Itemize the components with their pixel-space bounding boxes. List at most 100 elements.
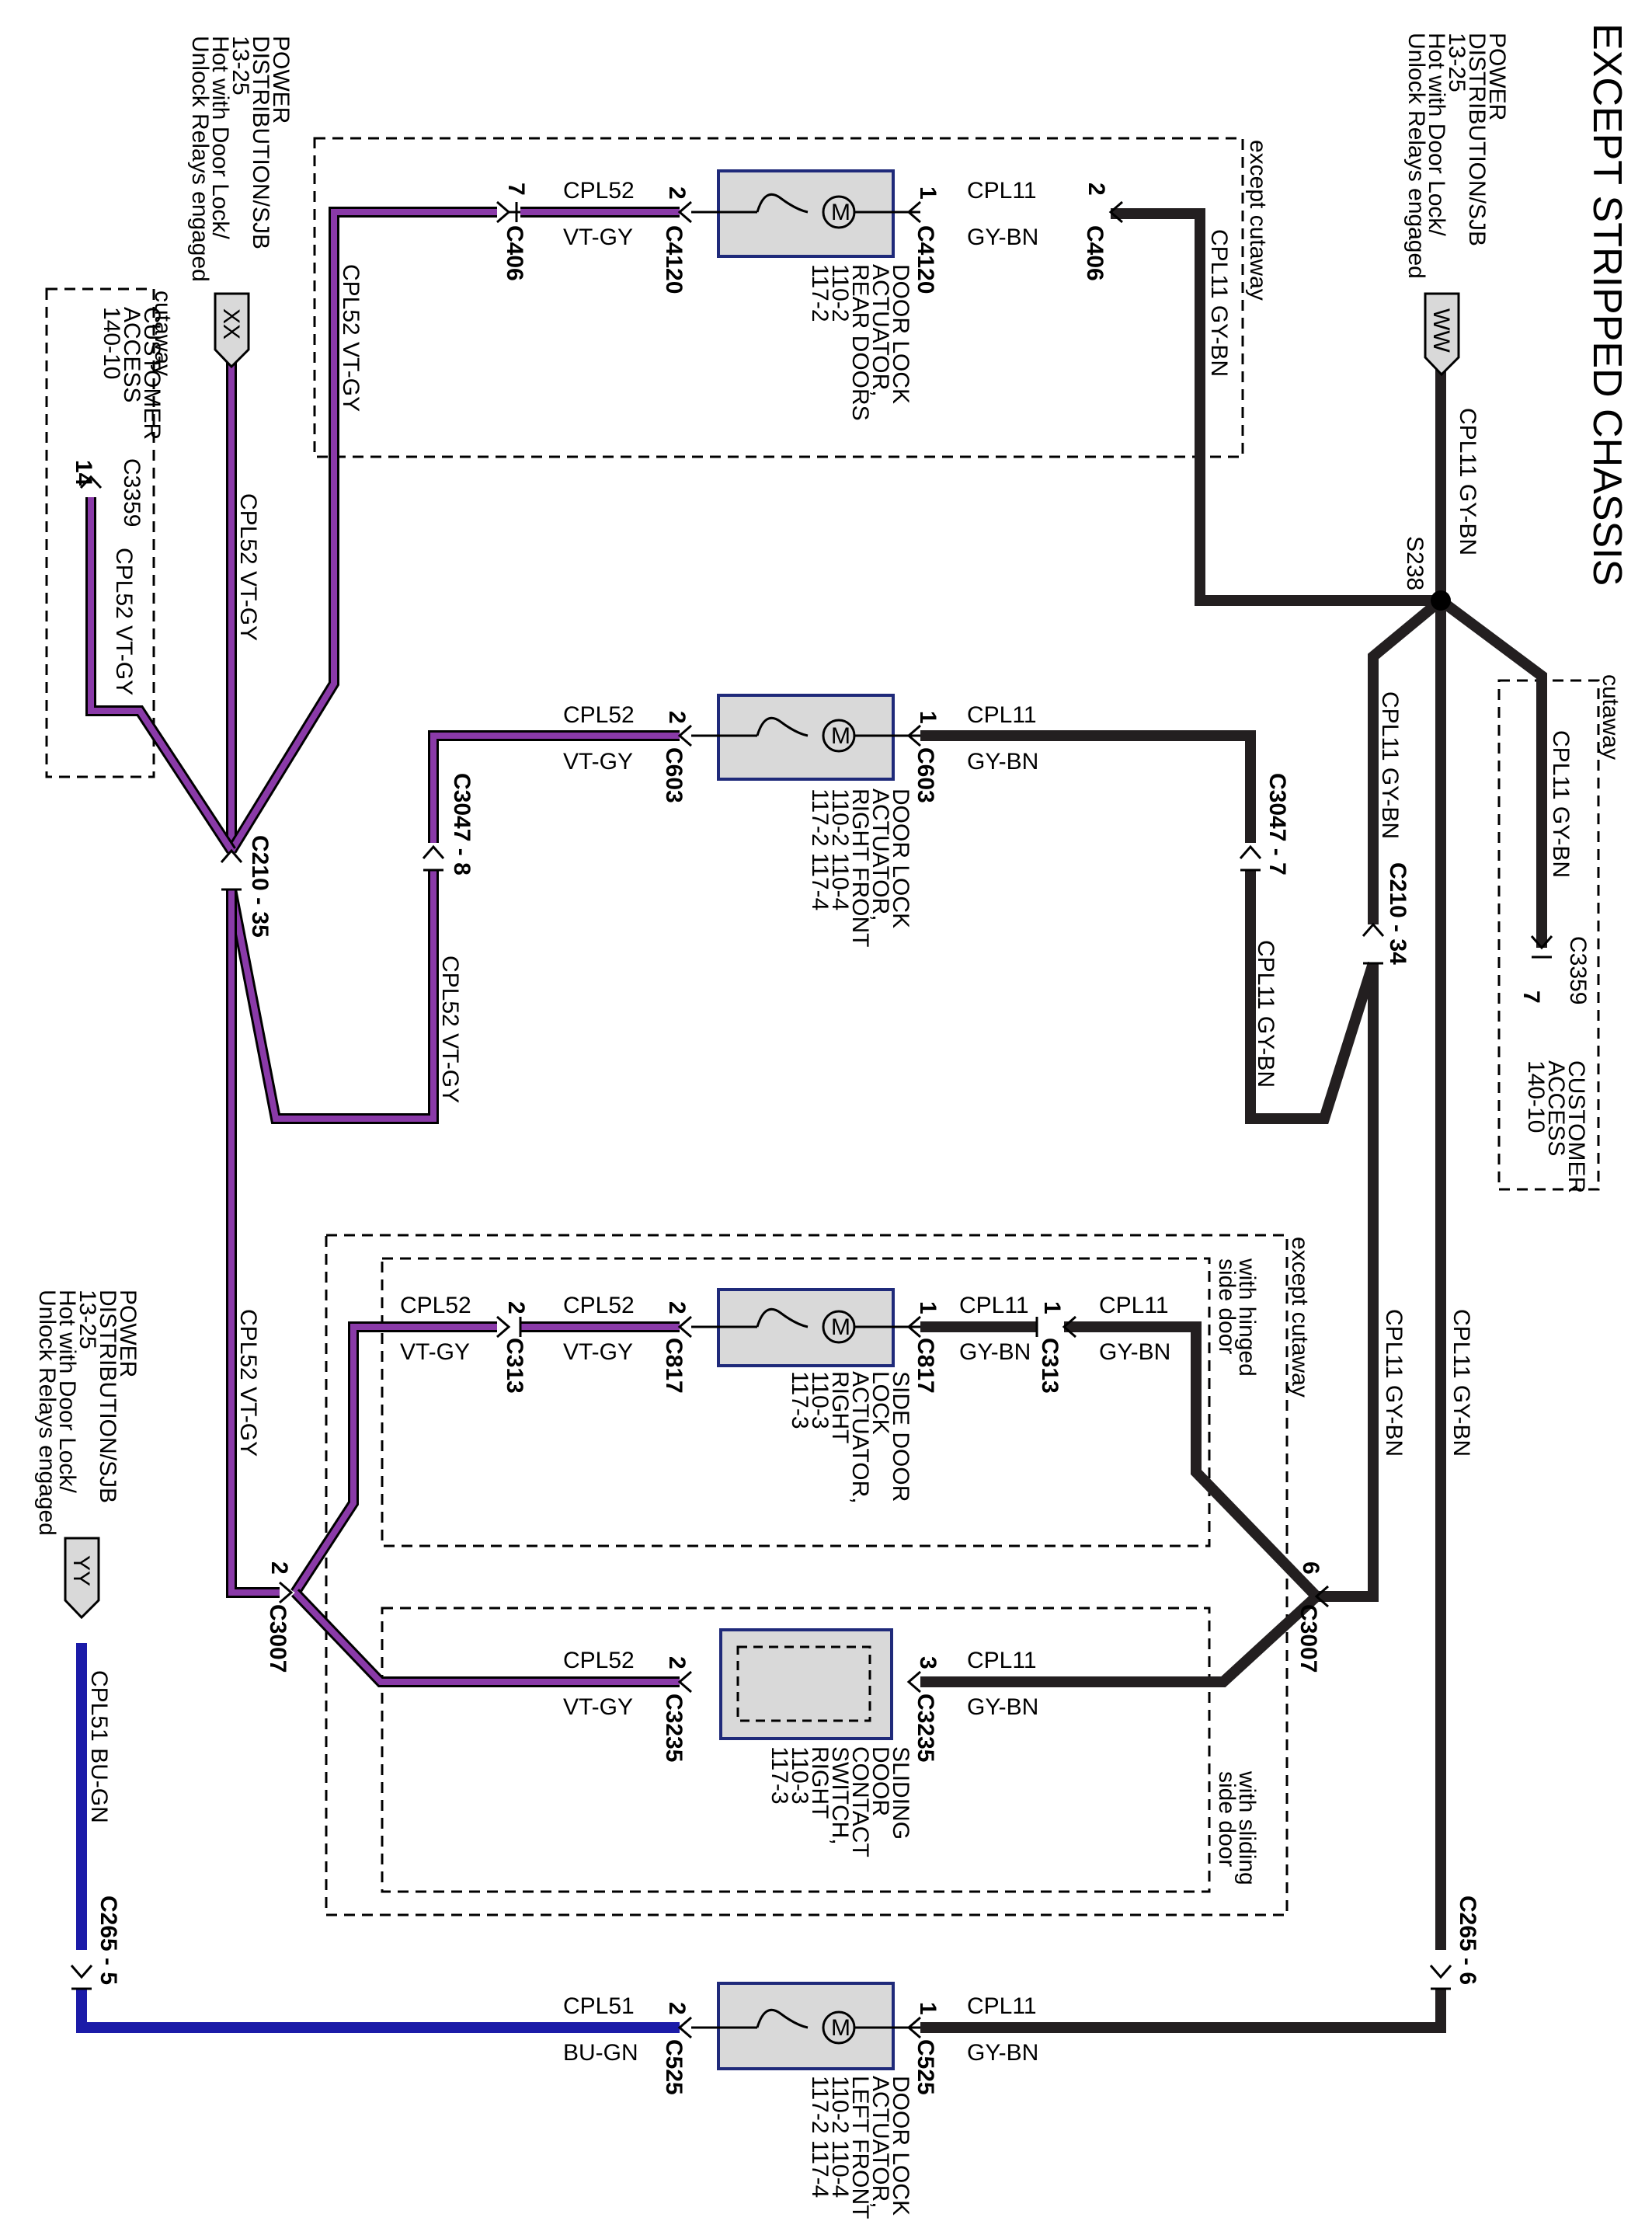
wires-vtgy [85, 207, 680, 1687]
svg-text:CPL11: CPL11 [1099, 1293, 1169, 1318]
label-component-sliding-switch: SLIDING DOOR CONTACT SWITCH, RIGHT 110-3… [767, 1746, 913, 1857]
box-hinged-side-door [381, 1257, 1211, 1547]
label-cpl11-gybn-customer: CPL11 GY-BN [1548, 730, 1574, 878]
labels-circuit-horizontal: CPL52 VT-GY CPL11 GY-BN CPL52 VT-GY CPL1… [400, 178, 1170, 2066]
svg-text:DOOR LOCK: DOOR LOCK [888, 264, 913, 404]
splice-s238 [1431, 590, 1451, 611]
svg-text:C313: C313 [1037, 1338, 1062, 1394]
svg-text:POWER: POWER [268, 36, 294, 124]
svg-text:2: 2 [664, 711, 690, 724]
svg-text:2: 2 [266, 1561, 292, 1575]
svg-text:with sliding: with sliding [1234, 1770, 1260, 1885]
svg-text:1: 1 [915, 2002, 941, 2015]
svg-text:1: 1 [915, 186, 941, 200]
svg-text:CPL51: CPL51 [563, 1993, 635, 2019]
svg-text:LEFT FRONT: LEFT FRONT [847, 2076, 873, 2219]
svg-text:CUSTOMER: CUSTOMER [1563, 1060, 1589, 1193]
motor-symbol: M [831, 200, 850, 225]
svg-text:140-10: 140-10 [99, 307, 124, 379]
svg-text:2: 2 [664, 1301, 690, 1314]
svg-text:C817: C817 [661, 1338, 687, 1394]
svg-text:with hinged: with hinged [1234, 1258, 1260, 1377]
svg-text:VT-GY: VT-GY [563, 225, 633, 250]
component-side-door-lock-actuator: M [677, 1288, 921, 1367]
svg-text:SWITCH,: SWITCH, [827, 1746, 853, 1845]
svg-text:DOOR: DOOR [868, 1746, 893, 1816]
labels-connectors: C406 C406 C4120 C4120 C603 C603 C3047 - … [96, 225, 1480, 2095]
label-cpl11-gybn-right-trunk: CPL11 GY-BN [1449, 1309, 1474, 1457]
svg-text:C525: C525 [661, 2039, 687, 2095]
svg-text:C603: C603 [913, 747, 938, 803]
svg-text:RIGHT: RIGHT [827, 1371, 853, 1443]
svg-text:3: 3 [915, 1656, 941, 1669]
svg-text:ACTUATOR,: ACTUATOR, [868, 264, 893, 397]
svg-text:CPL52: CPL52 [563, 1293, 635, 1318]
label-cpl11-gybn-rear-vertical: CPL11 GY-BN [1206, 229, 1232, 377]
svg-text:GY-BN: GY-BN [959, 1339, 1031, 1365]
svg-text:C817: C817 [913, 1338, 938, 1394]
svg-text:110-2 110-4: 110-2 110-4 [827, 2076, 853, 2198]
svg-text:13-25: 13-25 [228, 36, 253, 96]
svg-text:ACTUATOR,: ACTUATOR, [847, 1371, 873, 1504]
svg-text:DOOR LOCK: DOOR LOCK [888, 2076, 913, 2216]
svg-text:2: 2 [1083, 183, 1109, 196]
component-sliding-door-contact-switch [677, 1628, 921, 1740]
svg-text:ACCESS: ACCESS [1543, 1060, 1569, 1156]
power-source-label-bottom-left: POWER DISTRIBUTION/SJB 13-25 Hot with Do… [34, 1290, 141, 1536]
svg-text:GY-BN: GY-BN [967, 225, 1038, 250]
svg-text:2: 2 [664, 1656, 690, 1669]
svg-text:117-2 117-4: 117-2 117-4 [807, 789, 833, 910]
svg-text:GY-BN: GY-BN [967, 1694, 1038, 1720]
svg-text:VT-GY: VT-GY [400, 1339, 470, 1365]
svg-text:SLIDING: SLIDING [888, 1746, 913, 1840]
label-with-hinged-side-door: with hinged side door [1214, 1258, 1260, 1377]
svg-text:C406: C406 [1082, 225, 1108, 281]
svg-text:GY-BN: GY-BN [967, 749, 1038, 775]
svg-text:Hot with Door Lock/: Hot with Door Lock/ [1424, 33, 1449, 236]
svg-text:C603: C603 [661, 747, 687, 803]
diagram-title: EXCEPT STRIPPED CHASSIS [1584, 23, 1629, 586]
pin-c3359-14: 14 [71, 460, 96, 486]
label-cutaway-right: cutaway [1598, 674, 1623, 760]
wires-gybn [920, 208, 1547, 2033]
label-cpl52-vtgy-xx: CPL52 VT-GY [235, 493, 261, 641]
label-cpl11-gybn-c3047-7: CPL11 GY-BN [1253, 940, 1278, 1088]
svg-text:GY-BN: GY-BN [967, 2040, 1038, 2066]
label-component-rear: DOOR LOCK ACTUATOR, REAR DOORS 110-2 117… [807, 264, 913, 421]
svg-text:ACTUATOR,: ACTUATOR, [868, 789, 893, 921]
label-c3359-right: C3359 [1565, 936, 1591, 1004]
svg-text:C4120: C4120 [913, 225, 938, 294]
label-cpl52-vtgy-c3047-8: CPL52 VT-GY [437, 956, 463, 1103]
svg-text:117-3: 117-3 [767, 1746, 792, 1805]
label-splice-s238: S238 [1402, 536, 1428, 590]
svg-text:2: 2 [664, 186, 690, 200]
pin-c3359-7: 7 [1518, 990, 1544, 1004]
svg-text:XX: XX [218, 308, 244, 339]
label-cpl11-gybn-mid: CPL11 GY-BN [1381, 1309, 1407, 1457]
label-cpl52-vtgy-rear-vertical: CPL52 VT-GY [338, 264, 363, 412]
label-with-sliding-side-door: with sliding side door [1214, 1770, 1260, 1885]
svg-text:CONTACT: CONTACT [847, 1746, 873, 1857]
terminal-xx: XX [214, 292, 250, 369]
box-sliding-side-door [381, 1607, 1211, 1893]
svg-text:CPL11: CPL11 [967, 1648, 1037, 1673]
power-source-label-top-right: POWER DISTRIBUTION/SJB 13-25 Hot with Do… [1403, 33, 1510, 279]
svg-text:CPL11: CPL11 [959, 1293, 1029, 1318]
svg-text:Hot with Door Lock/: Hot with Door Lock/ [54, 1290, 80, 1493]
svg-text:M: M [831, 1314, 850, 1340]
svg-text:C313: C313 [502, 1338, 527, 1394]
connector-arrows [70, 200, 1553, 1990]
svg-text:DISTRIBUTION/SJB: DISTRIBUTION/SJB [248, 36, 273, 249]
terminal-yy: YY [64, 1537, 100, 1620]
label-cpl51-bugn: CPL51 BU-GN [86, 1670, 112, 1823]
component-door-lock-actuator-right-front: M [677, 694, 921, 781]
svg-text:C3047 - 8: C3047 - 8 [449, 773, 475, 876]
svg-text:Hot with Door Lock/: Hot with Door Lock/ [207, 36, 233, 239]
svg-text:2: 2 [503, 1301, 529, 1314]
labels-pins: 7 2 1 2 2 1 2 2 1 1 2 6 2 3 2 1 [266, 183, 1323, 2015]
svg-text:ACTUATOR,: ACTUATOR, [868, 2076, 893, 2209]
svg-text:117-3: 117-3 [787, 1371, 812, 1429]
svg-text:LOCK: LOCK [868, 1371, 893, 1435]
svg-text:13-25: 13-25 [1444, 33, 1469, 92]
svg-text:1: 1 [915, 711, 941, 724]
